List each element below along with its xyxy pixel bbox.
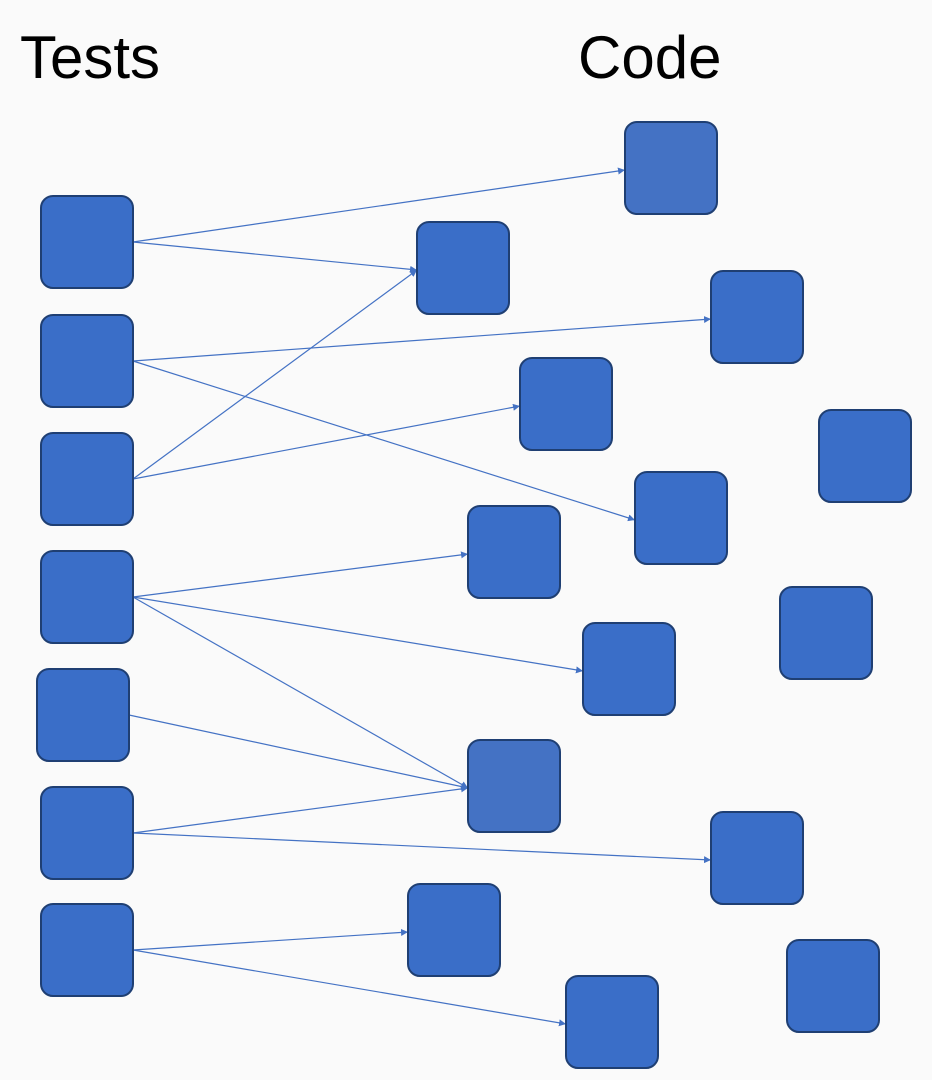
- code-node-8: [779, 586, 873, 680]
- test-node-5: [36, 668, 130, 762]
- code-node-9: [582, 622, 676, 716]
- code-node-6: [634, 471, 728, 565]
- code-node-1: [624, 121, 718, 215]
- code-node-14: [565, 975, 659, 1069]
- code-node-3: [710, 270, 804, 364]
- code-node-12: [407, 883, 501, 977]
- code-node-7: [467, 505, 561, 599]
- edge-t4-to-c7: [132, 551, 469, 598]
- edge-t2-to-c6: [132, 360, 636, 522]
- code-node-13: [786, 939, 880, 1033]
- edge-t6-to-c11: [132, 832, 712, 864]
- tests-heading: Tests: [20, 24, 161, 91]
- test-node-4: [40, 550, 134, 644]
- code-node-4: [519, 357, 613, 451]
- edge-t7-to-c12: [132, 928, 409, 951]
- code-node-11: [710, 811, 804, 905]
- code-heading: Code: [578, 24, 722, 91]
- edge-t1-to-c2: [132, 241, 418, 273]
- edges-layer: [128, 167, 712, 1027]
- edge-t4-to-c10: [132, 596, 469, 789]
- edge-t7-to-c14: [132, 949, 567, 1027]
- edge-t6-to-c10: [132, 785, 469, 834]
- test-node-2: [40, 314, 134, 408]
- code-node-5: [818, 409, 912, 503]
- nodes-layer: [36, 121, 912, 1069]
- test-node-1: [40, 195, 134, 289]
- test-node-3: [40, 432, 134, 526]
- edge-t5-to-c10: [128, 714, 469, 790]
- edge-t2-to-c3: [132, 316, 712, 362]
- edge-t3-to-c2: [132, 269, 418, 480]
- edge-t4-to-c9: [132, 596, 584, 674]
- code-node-10: [467, 739, 561, 833]
- test-node-7: [40, 903, 134, 997]
- code-node-2: [416, 221, 510, 315]
- edge-t3-to-c4: [132, 403, 521, 480]
- test-node-6: [40, 786, 134, 880]
- edge-t1-to-c1: [132, 167, 626, 243]
